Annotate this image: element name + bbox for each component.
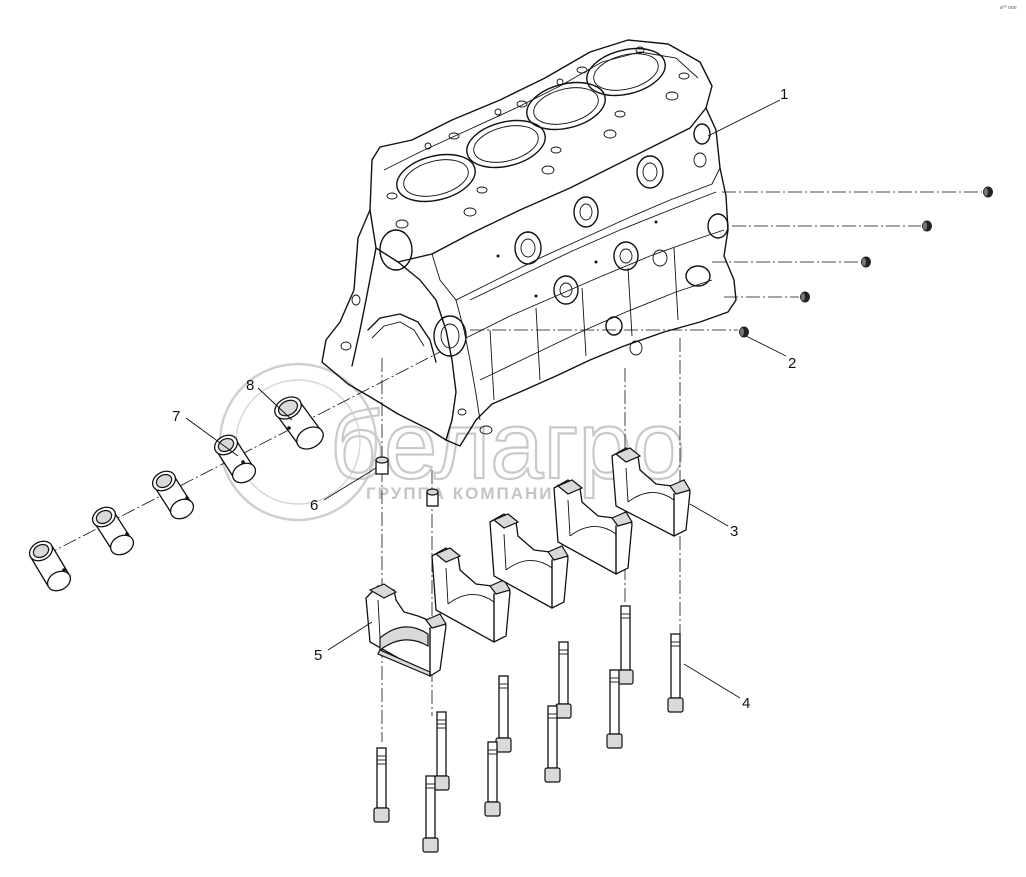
bearing-cap-1	[365, 583, 447, 677]
bushing-8	[274, 396, 324, 450]
callout-1: 1	[780, 86, 788, 103]
bushing-3	[151, 470, 195, 520]
callout-7: 7	[172, 408, 180, 425]
bolts	[373, 605, 684, 853]
plugs	[739, 186, 993, 338]
bushing-2	[91, 506, 135, 556]
bolt-4	[495, 675, 512, 753]
bearing-cap-4	[553, 479, 633, 575]
callout-5: 5	[314, 647, 322, 664]
cylinder-bores	[396, 47, 666, 203]
bolt-9	[606, 669, 623, 749]
side-bosses	[340, 123, 729, 435]
bearing-cap-5	[611, 447, 691, 537]
bolt-3	[422, 775, 439, 853]
bearing-cap-3	[489, 513, 569, 609]
corner-mark: a⁰⁰ ooo	[1000, 5, 1017, 11]
callout-4: 4	[742, 695, 750, 712]
callout-2: 2	[788, 355, 796, 372]
plug-3	[861, 256, 871, 268]
callouts: 1 2 3 4 5 6 7 8	[172, 86, 796, 712]
bolt-6	[555, 641, 572, 719]
dowel-2	[426, 488, 439, 507]
plug-5	[739, 326, 749, 338]
bolt-8	[617, 605, 634, 685]
leader-lines	[185, 99, 787, 699]
plug-4	[800, 291, 810, 303]
bolt-2	[433, 711, 450, 791]
bushing-7	[213, 434, 257, 484]
cylinder-block	[321, 39, 737, 447]
bearing-caps	[365, 447, 691, 677]
dowel-sleeves	[375, 456, 439, 507]
bushing-1	[28, 540, 72, 592]
callout-6: 6	[310, 497, 318, 514]
callout-8: 8	[246, 377, 254, 394]
bolt-7	[544, 705, 561, 783]
bolt-10	[667, 633, 684, 713]
dowel-1	[375, 456, 389, 475]
bolt-1	[373, 747, 390, 823]
deck-holes	[386, 46, 690, 229]
plug-2	[922, 220, 932, 232]
watermark-tagline: ГРУППА КОМПАНИЙ	[366, 484, 568, 503]
camshaft-bushings	[28, 396, 324, 592]
callout-3: 3	[730, 523, 738, 540]
bearing-cap-2	[431, 547, 511, 643]
plug-1	[983, 186, 993, 198]
bolt-5	[484, 741, 501, 817]
